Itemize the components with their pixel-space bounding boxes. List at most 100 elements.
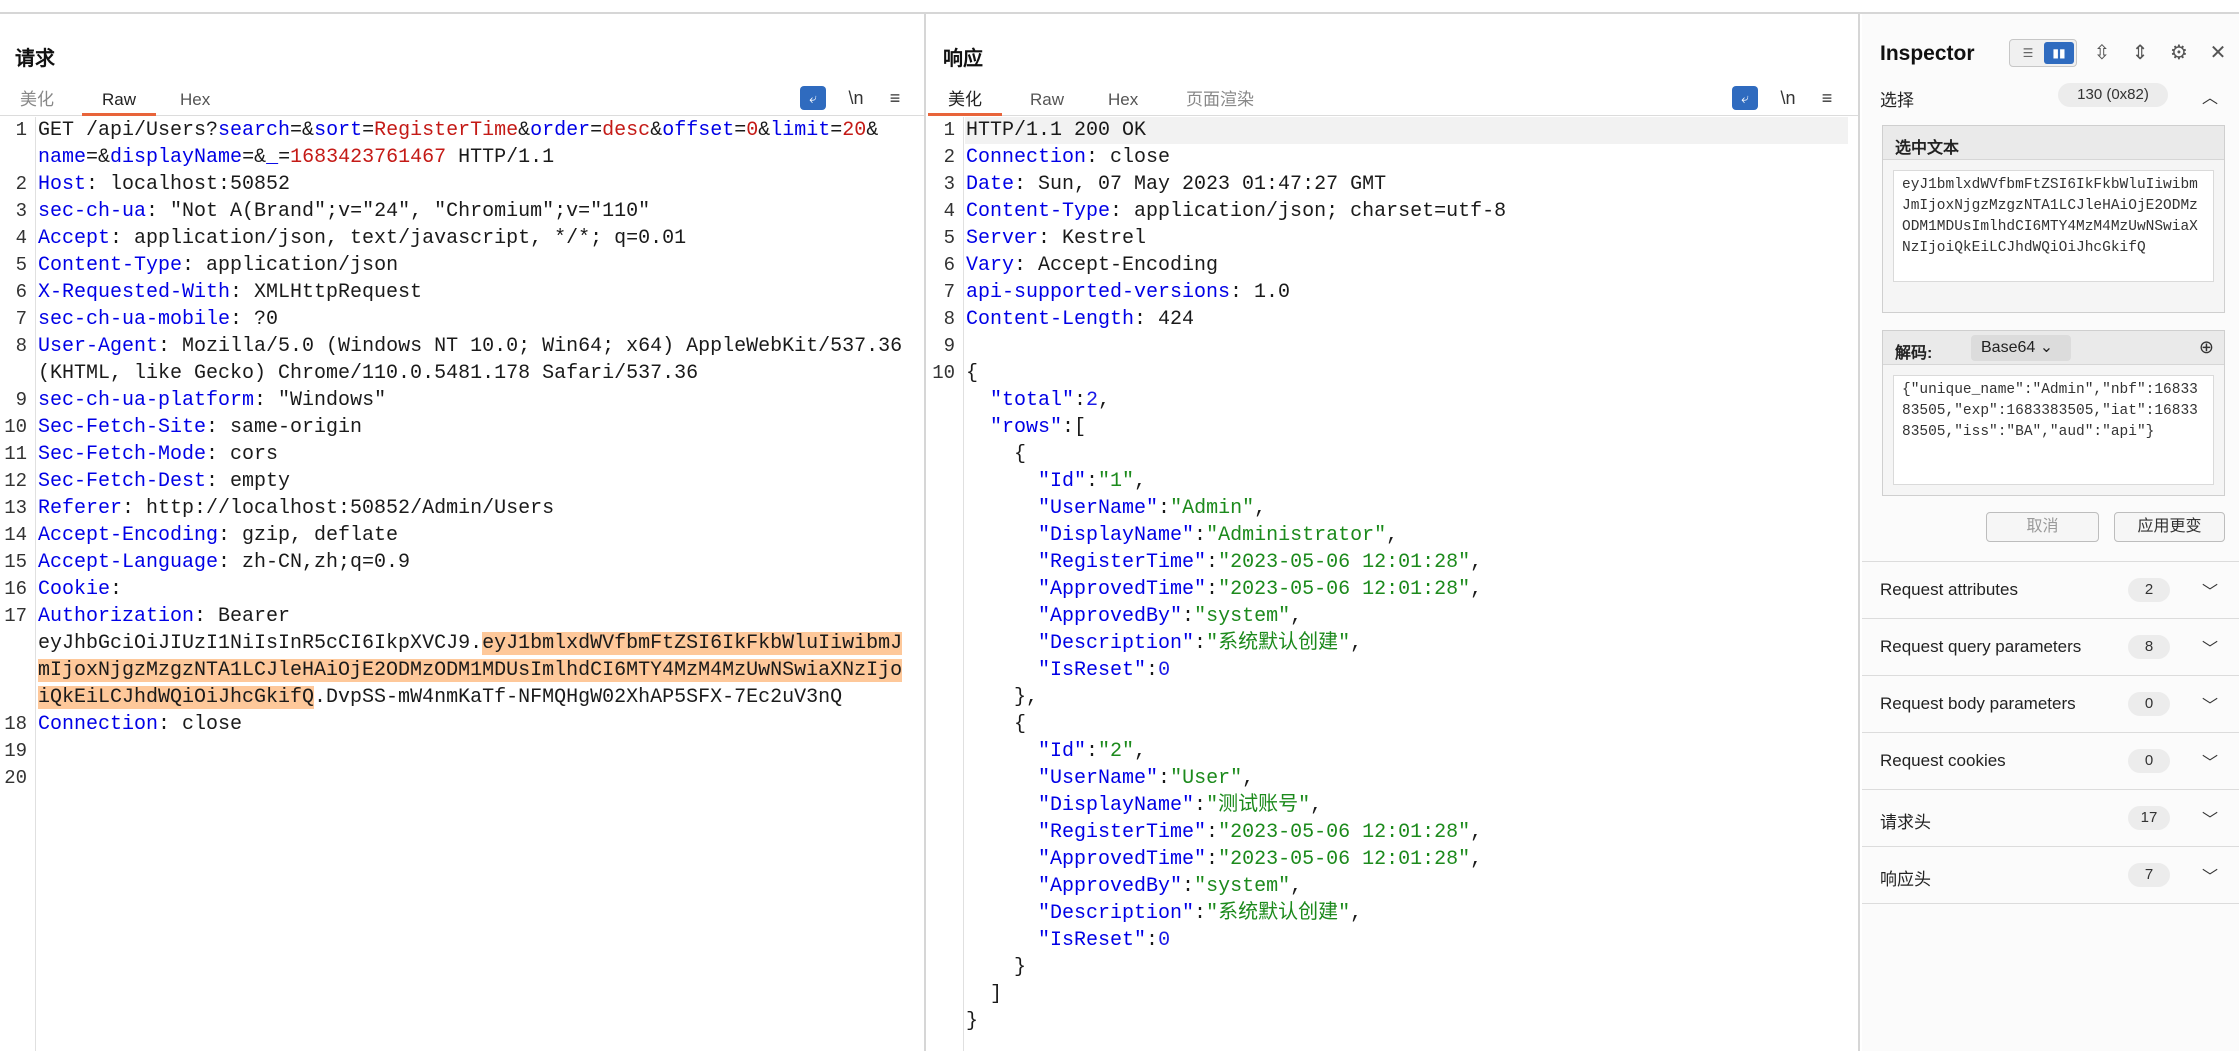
code-token: "system" (1194, 605, 1291, 628)
split-view-icon[interactable]: ▮▮ (2044, 42, 2074, 64)
code-token (966, 929, 1038, 952)
cancel-button[interactable]: 取消 (1986, 512, 2099, 542)
code-token: : (1194, 794, 1207, 817)
close-icon[interactable]: ✕ (2209, 42, 2227, 64)
code-token: ] (966, 983, 1003, 1006)
code-token: "rows" (990, 416, 1063, 439)
code-token: "DisplayName" (1038, 524, 1195, 547)
code-token: "系统默认创建" (1206, 632, 1351, 655)
line-number: 5 (15, 254, 27, 276)
line-number: 9 (15, 389, 27, 411)
divider (1862, 903, 2239, 904)
code-token: Referer (38, 497, 123, 520)
code-token: : Kestrel (1038, 227, 1147, 250)
line-number: 5 (943, 227, 955, 249)
code-token: : "Windows" (254, 389, 387, 412)
code-line: HTTP/1.1 200 OK (966, 117, 1848, 144)
response-tab-render[interactable]: 页面渲染 (1186, 90, 1254, 109)
inspector-section-count: 17 (2128, 806, 2170, 830)
chevron-down-icon[interactable]: ﹀ (2201, 641, 2218, 658)
chevron-down-icon[interactable]: ﹀ (2201, 584, 2218, 601)
response-tab-pretty[interactable]: 美化 (928, 90, 1002, 116)
inspector-section-label: Request body parameters (1880, 694, 2076, 713)
code-line: Server: Kestrel (966, 225, 1848, 252)
request-tabs: 美化 Raw Hex (0, 76, 924, 116)
line-number: 6 (943, 254, 955, 276)
chevron-down-icon[interactable]: ﹀ (2201, 812, 2218, 829)
code-token: : (110, 578, 123, 601)
code-token (966, 524, 1038, 547)
code-token: = (362, 119, 375, 142)
code-token: "RegisterTime" (1038, 821, 1207, 844)
inspector-section-row[interactable]: 请求头 17 ﹀ (1862, 790, 2239, 847)
decode-encoding-select[interactable]: Base64 ⌄ (1971, 335, 2071, 361)
chevron-down-icon[interactable]: ﹀ (2201, 755, 2218, 772)
code-token: : (1086, 470, 1099, 493)
wrap-lines-icon[interactable]: ⤶ (800, 86, 826, 110)
collapse-all-icon[interactable]: ⇕ (2131, 42, 2149, 64)
code-token: "Id" (1038, 740, 1087, 763)
wrap-lines-icon[interactable]: ⤶ (1732, 86, 1758, 110)
line-number: 20 (4, 767, 27, 789)
request-tab-raw[interactable]: Raw (82, 90, 157, 116)
code-token: search (218, 119, 291, 142)
inspector-section-row[interactable]: Request body parameters 0 ﹀ (1862, 676, 2239, 733)
code-line: "RegisterTime":"2023-05-06 12:01:28", (966, 819, 1848, 846)
response-menu-icon[interactable]: ≡ (1821, 88, 1833, 108)
chevron-up-icon[interactable]: ︿ (2201, 90, 2218, 107)
code-line: Authorization: Bearer (38, 603, 914, 630)
decode-header: 解码: Base64 ⌄ ⊕ (1883, 331, 2224, 365)
selected-text-header: 选中文本 (1883, 126, 2224, 160)
chevron-down-icon[interactable]: ﹀ (2201, 698, 2218, 715)
code-token: : (1086, 740, 1099, 763)
code-token: : (1206, 551, 1219, 574)
response-tab-raw[interactable]: Raw (1030, 90, 1065, 109)
code-token: , (1134, 740, 1147, 763)
inspector-section-count: 7 (2128, 863, 2170, 887)
inspector-section-label: 请求头 (1880, 813, 1931, 832)
line-number: 3 (15, 200, 27, 222)
request-menu-icon[interactable]: ≡ (889, 88, 901, 108)
divider (1862, 561, 2239, 562)
top-border (0, 0, 2239, 14)
code-line: } (966, 954, 1848, 981)
expand-all-icon[interactable]: ⇳ (2093, 42, 2111, 64)
inspector-section-count: 0 (2128, 692, 2170, 716)
request-tab-pretty[interactable]: 美化 (20, 90, 54, 109)
decode-label: 解码: (1895, 345, 1933, 362)
code-token: offset (662, 119, 735, 142)
code-token: : "Not A(Brand";v="24", "Chromium";v="11… (146, 200, 651, 223)
selected-text-value[interactable]: eyJ1bmlxdWVfbmFtZSI6IkFkbWluIiwibmJmIjox… (1893, 170, 2214, 282)
code-token: = (590, 119, 603, 142)
code-token: : (1206, 578, 1219, 601)
code-line: Sec-Fetch-Dest: empty (38, 468, 914, 495)
code-line: sec-ch-ua-mobile: ?0 (38, 306, 914, 333)
code-token: Accept (38, 227, 111, 250)
chevron-down-icon[interactable]: ﹀ (2201, 869, 2218, 886)
apply-changes-button[interactable]: 应用更变 (2114, 512, 2225, 542)
code-token: , (1470, 821, 1483, 844)
code-token: = (734, 119, 747, 142)
selection-count-badge: 130 (0x82) (2058, 83, 2168, 107)
add-decoder-icon[interactable]: ⊕ (2198, 337, 2214, 357)
code-token: name (38, 146, 87, 169)
show-newlines-button[interactable]: \n (1780, 88, 1796, 108)
response-tab-hex[interactable]: Hex (1108, 90, 1139, 109)
settings-gear-icon[interactable]: ⚙ (2170, 42, 2188, 64)
line-number: 7 (943, 281, 955, 303)
list-view-icon[interactable]: ☰ (2022, 46, 2034, 60)
inspector-layout-toggle[interactable]: ☰ ▮▮ (2009, 39, 2077, 67)
code-token: : 1.0 (1230, 281, 1291, 304)
request-tab-hex[interactable]: Hex (180, 90, 211, 109)
decoded-value[interactable]: {"unique_name":"Admin","nbf":1683383505,… (1893, 375, 2214, 485)
code-token: , (1098, 389, 1111, 412)
code-token: Vary (966, 254, 1015, 277)
show-newlines-button[interactable]: \n (848, 88, 864, 108)
